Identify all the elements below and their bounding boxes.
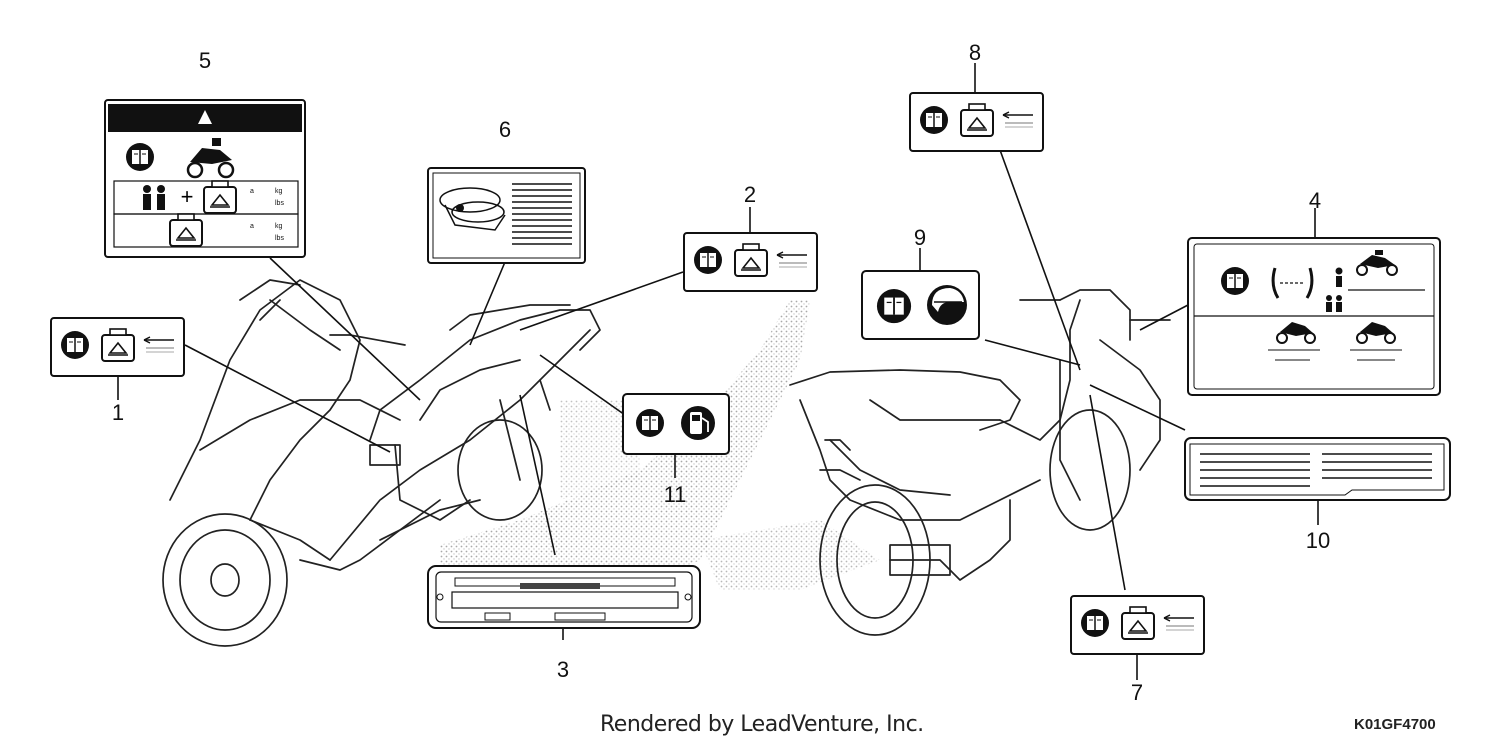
label-4[interactable] (1187, 237, 1441, 396)
callout-10: 10 (1306, 528, 1330, 553)
svg-text:a: a (250, 188, 254, 195)
scooter-left-illustration (162, 279, 601, 647)
text-lines (512, 183, 572, 245)
text-lines (1200, 453, 1432, 487)
label-9[interactable] (861, 270, 980, 340)
manual-book-icon (125, 142, 155, 172)
callout-7: 7 (1131, 680, 1143, 705)
scooter-sketch-icon (439, 187, 506, 231)
scooter-right-illustration (789, 289, 1171, 636)
unit-lbs: lbs (275, 235, 284, 242)
label-3[interactable] (427, 565, 701, 629)
shading (440, 300, 880, 590)
manual-book-icon (876, 288, 913, 325)
person-icon (1326, 267, 1343, 312)
callout-6: 6 (499, 117, 511, 142)
callout-3: 3 (557, 657, 569, 682)
callout-numbers: 1 2 3 4 5 6 7 8 9 10 11 (112, 40, 1330, 705)
label-6[interactable] (427, 167, 586, 264)
tire-icon (1271, 267, 1314, 299)
unit-kg: kg (275, 188, 283, 195)
plus-sign: + (181, 184, 194, 209)
motorcycle-icon (1356, 322, 1396, 344)
motorcycle-icon (186, 138, 235, 179)
callout-11: 11 (664, 482, 687, 507)
svg-text:a: a (250, 223, 254, 230)
callout-8: 8 (969, 40, 981, 65)
label-10[interactable] (1184, 437, 1451, 501)
label-5[interactable]: + a kg lbs a kg lbs (104, 99, 306, 258)
callout-4: 4 (1309, 188, 1321, 213)
credit-text: Rendered by LeadVenture, Inc. (600, 712, 924, 737)
callout-1: 1 (112, 400, 124, 425)
manual-book-icon (693, 245, 723, 275)
label-11[interactable] (622, 393, 730, 455)
callout-9: 9 (914, 225, 926, 250)
helmet-icon (927, 285, 967, 325)
unit-kg: kg (275, 223, 283, 230)
label-1[interactable] (50, 317, 185, 377)
label-8[interactable] (909, 92, 1044, 152)
callout-5: 5 (199, 48, 211, 73)
callout-2: 2 (744, 182, 756, 207)
label-2[interactable] (683, 232, 818, 292)
manual-book-icon (635, 408, 665, 438)
motorcycle-icon (1276, 322, 1316, 344)
unit-lbs: lbs (275, 200, 284, 207)
manual-book-icon (60, 330, 90, 360)
leader-lines (117, 63, 1319, 680)
manual-book-icon (1080, 608, 1110, 638)
motorcycle-icon (1356, 250, 1398, 276)
person-icon (143, 185, 165, 210)
diagram-code: K01GF4700 (1354, 716, 1436, 733)
manual-book-icon (919, 105, 949, 135)
manual-book-icon (1220, 266, 1250, 296)
label-7[interactable] (1070, 595, 1205, 655)
fuel-pump-icon (681, 406, 715, 440)
footer: Rendered by LeadVenture, Inc. K01GF4700 (0, 708, 1500, 742)
warning-triangle-icon (198, 110, 212, 124)
